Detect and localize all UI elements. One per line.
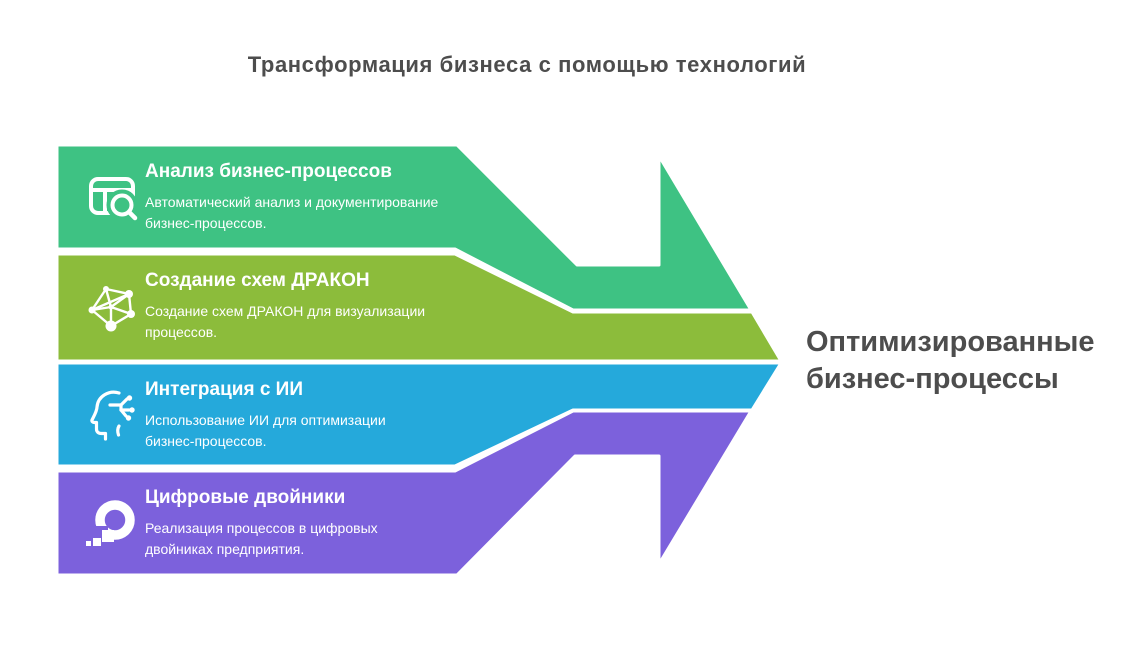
step-description: Использование ИИ для оптимизации бизнес-…	[145, 411, 386, 449]
step-item-analysis: Анализ бизнес-процессов Автоматический а…	[145, 145, 475, 249]
step-title: Создание схем ДРАКОН	[145, 269, 370, 291]
step-item-drakon: Создание схем ДРАКОН Создание схем ДРАКО…	[145, 254, 475, 358]
step-title: Цифровые двойники	[145, 486, 346, 508]
step-item-digital-twins: Цифровые двойники Реализация процессов в…	[145, 471, 475, 575]
step-description: Создание схем ДРАКОН для визуализации пр…	[145, 302, 426, 340]
page-title: Трансформация бизнеса с помощью технолог…	[247, 52, 807, 77]
step-description: Автоматический анализ и документирование…	[145, 193, 439, 231]
step-title: Интеграция с ИИ	[145, 378, 303, 400]
step-band-shape-2	[55, 252, 783, 363]
step-band-shape-1	[55, 143, 753, 312]
ai-head-icon	[84, 386, 140, 442]
step-description: Реализация процессов в цифровых двойника…	[145, 519, 378, 557]
network-graph-icon	[84, 278, 140, 334]
step-item-ai: Интеграция с ИИ Использование ИИ для опт…	[145, 363, 475, 467]
result-label: Оптимизированные бизнес-процессы	[806, 326, 1095, 395]
table-search-icon	[84, 169, 140, 225]
digital-twin-icon	[84, 495, 140, 551]
step-band-shape-4	[55, 409, 753, 577]
step-title: Анализ бизнес-процессов	[145, 160, 392, 182]
